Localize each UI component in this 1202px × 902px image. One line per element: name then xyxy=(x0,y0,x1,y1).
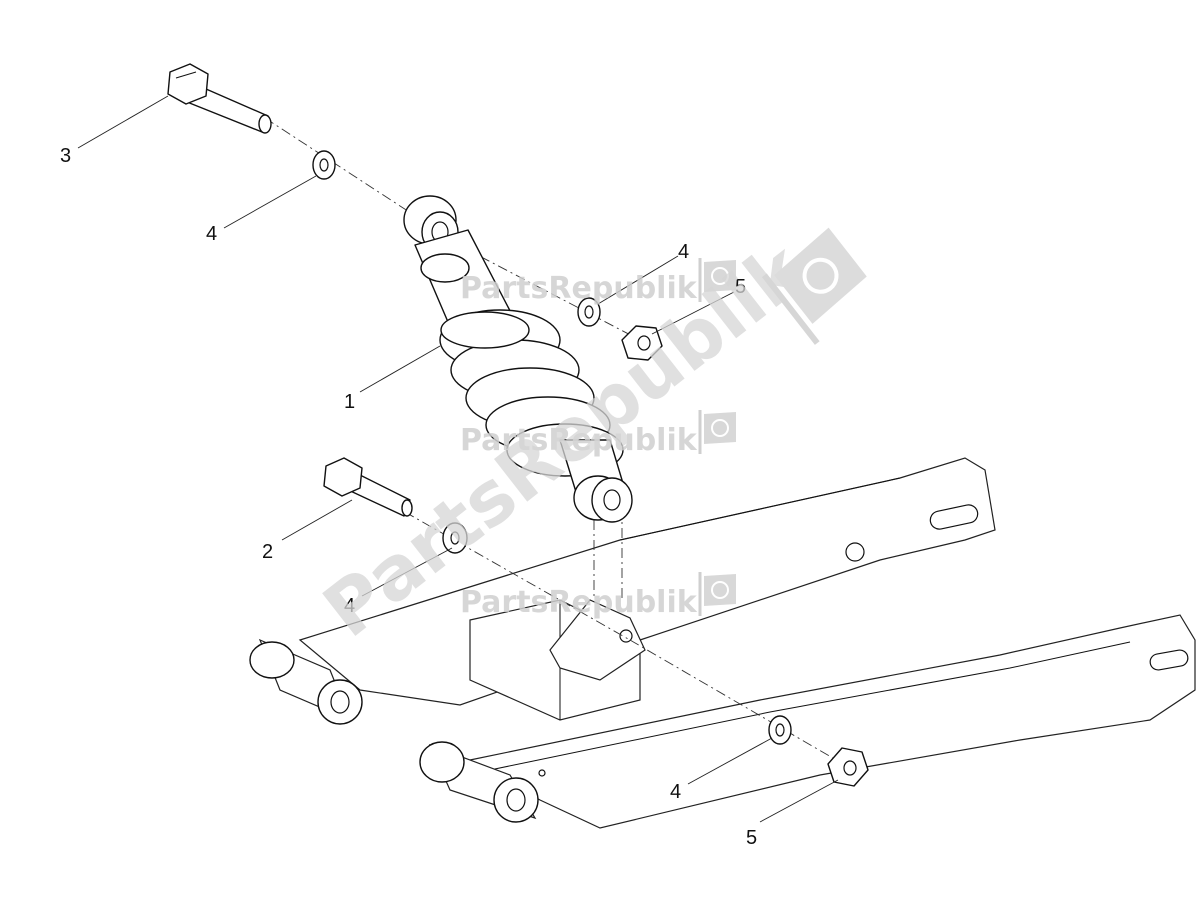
callout-2: 2 xyxy=(262,541,273,563)
callout-4-upper-left: 4 xyxy=(206,223,217,245)
watermark-text: PartsRepublik xyxy=(460,585,698,620)
callout-4-upper-right: 4 xyxy=(678,241,689,263)
leader-lines xyxy=(77,95,839,823)
nuts xyxy=(621,325,869,787)
swingarm xyxy=(249,457,1196,829)
gear-flag-icon xyxy=(698,258,736,302)
callout-4-lower-right: 4 xyxy=(670,781,681,803)
watermark-text: PartsRepublik xyxy=(460,423,698,458)
watermarks: PartsRepublik PartsRepublik PartsRepubli… xyxy=(308,226,867,654)
callout-3: 3 xyxy=(60,145,71,167)
gear-flag-icon xyxy=(698,410,736,454)
callout-4-lower-left: 4 xyxy=(344,595,355,617)
gear-flag-icon xyxy=(761,227,867,345)
callout-1: 1 xyxy=(344,391,355,413)
callout-5-lower: 5 xyxy=(746,827,757,849)
lower-bolt xyxy=(323,457,413,517)
upper-bolt xyxy=(167,63,272,134)
watermark-text: PartsRepublik xyxy=(460,271,698,306)
callout-labels: 3 4 4 5 1 2 4 4 5 xyxy=(60,145,757,849)
washers xyxy=(312,150,792,745)
gear-flag-icon xyxy=(698,572,736,616)
shock-absorber xyxy=(403,195,633,523)
callout-5-upper: 5 xyxy=(735,276,746,298)
